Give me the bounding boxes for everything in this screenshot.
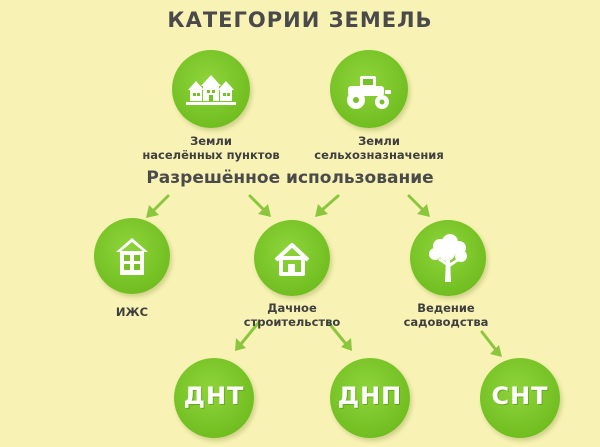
entity-label-dnp: ДНП [337,382,403,410]
entity-label-snt: СНТ [491,382,549,410]
use-label-dacha: Дачное строительство [243,301,341,329]
use-label-gardening: Ведение садоводства [403,301,489,329]
tree-icon [429,234,467,282]
use-label-izhs: ИЖС [115,305,149,319]
category-label-agricultural: Земли сельхозназначения [314,134,444,162]
diagram-title: КАТЕГОРИИ ЗЕМЕЛЬ [167,8,433,32]
tractor-icon [347,76,391,109]
cottage-icon [274,243,310,276]
category-node-settlements [172,50,250,128]
houses-icon [186,75,236,105]
use-node-gardening [410,220,486,296]
permitted-use-heading: Разрешённое использование [146,168,434,188]
use-node-dacha [254,220,330,296]
entity-node-snt: СНТ [480,358,560,438]
entity-node-dnt: ДНТ [174,358,254,438]
use-node-izhs [94,218,170,294]
category-label-settlements: Земли населённых пунктов [142,134,280,162]
entity-node-dnp: ДНП [330,358,410,438]
category-node-agricultural [330,50,408,128]
entity-label-dnt: ДНТ [183,382,245,410]
house-icon [116,238,148,275]
